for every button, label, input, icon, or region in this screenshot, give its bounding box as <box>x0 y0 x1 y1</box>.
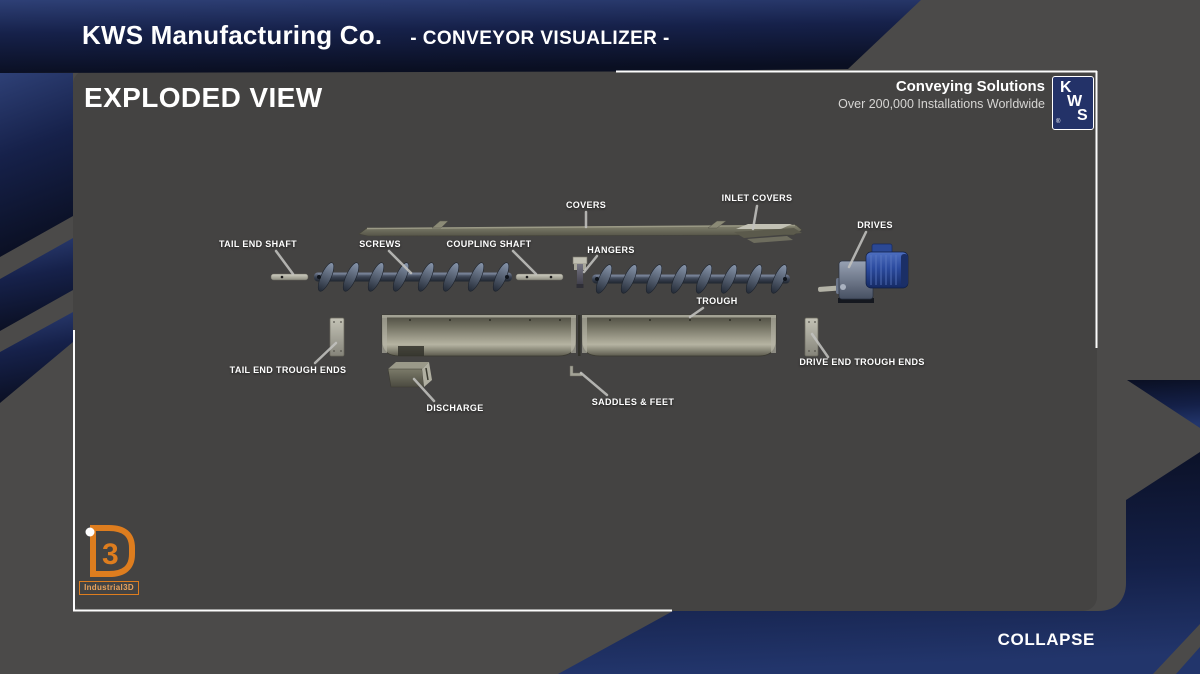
industrial3d-logo-caption: Industrial3D <box>79 581 139 595</box>
kws-logo-letter-k: K <box>1060 79 1072 96</box>
leader-lines <box>274 204 868 403</box>
tail-end-trough-end-part[interactable] <box>329 317 345 357</box>
collapse-button[interactable]: COLLAPSE <box>997 630 1095 649</box>
part-label-covers: COVERS <box>565 200 607 210</box>
covers-part[interactable] <box>358 220 803 237</box>
trough-part[interactable] <box>381 314 777 357</box>
part-label-tail-end-shaft: TAIL END SHAFT <box>218 239 298 249</box>
coupling-shaft-part[interactable] <box>515 273 564 281</box>
drives-part[interactable] <box>818 243 909 303</box>
kws-logo-letter-w: W <box>1067 93 1083 110</box>
part-label-screws: SCREWS <box>359 239 401 249</box>
tagline-line1: Conveying Solutions <box>895 78 1045 95</box>
kws-logo-letter-s: S <box>1077 107 1088 124</box>
kws-logo: K W S ® <box>1052 76 1094 130</box>
app-header: KWS Manufacturing Co. - CONVEYOR VISUALI… <box>82 20 670 51</box>
app-title: - CONVEYOR VISUALIZER - <box>410 28 670 49</box>
page-title: EXPLODED VIEW <box>84 82 323 113</box>
part-label-inlet-covers: INLET COVERS <box>721 193 793 203</box>
tagline-line2: Over 200,000 Installations Worldwide <box>838 97 1045 111</box>
industrial3d-logo: 3 Industrial3D <box>79 524 141 596</box>
part-label-trough: TROUGH <box>696 296 738 306</box>
industrial3d-logo-number: 3 <box>102 538 119 571</box>
part-label-discharge: DISCHARGE <box>426 403 484 413</box>
panel-border <box>73 70 1098 612</box>
part-label-saddles-feet: SADDLES & FEET <box>591 397 675 407</box>
discharge-part[interactable] <box>387 362 432 388</box>
inlet-covers-part[interactable] <box>734 224 802 243</box>
hangers-part[interactable] <box>572 256 588 288</box>
drive-end-trough-end-part[interactable] <box>804 317 819 357</box>
part-label-tail-end-trough-ends: TAIL END TROUGH ENDS <box>229 365 347 375</box>
tail-end-shaft-part[interactable] <box>270 273 309 281</box>
part-label-drives: DRIVES <box>857 220 893 230</box>
part-label-coupling-shaft: COUPLING SHAFT <box>446 239 532 249</box>
registered-mark: ® <box>1056 119 1061 125</box>
brand-title: KWS Manufacturing Co. <box>82 20 383 50</box>
part-label-drive-end-trough-ends: DRIVE END TROUGH ENDS <box>799 357 925 367</box>
industrial3d-logo-mark: 3 <box>85 525 135 577</box>
kws-tagline: Conveying Solutions Over 200,000 Install… <box>838 78 1045 111</box>
part-label-hangers: HANGERS <box>587 245 635 255</box>
